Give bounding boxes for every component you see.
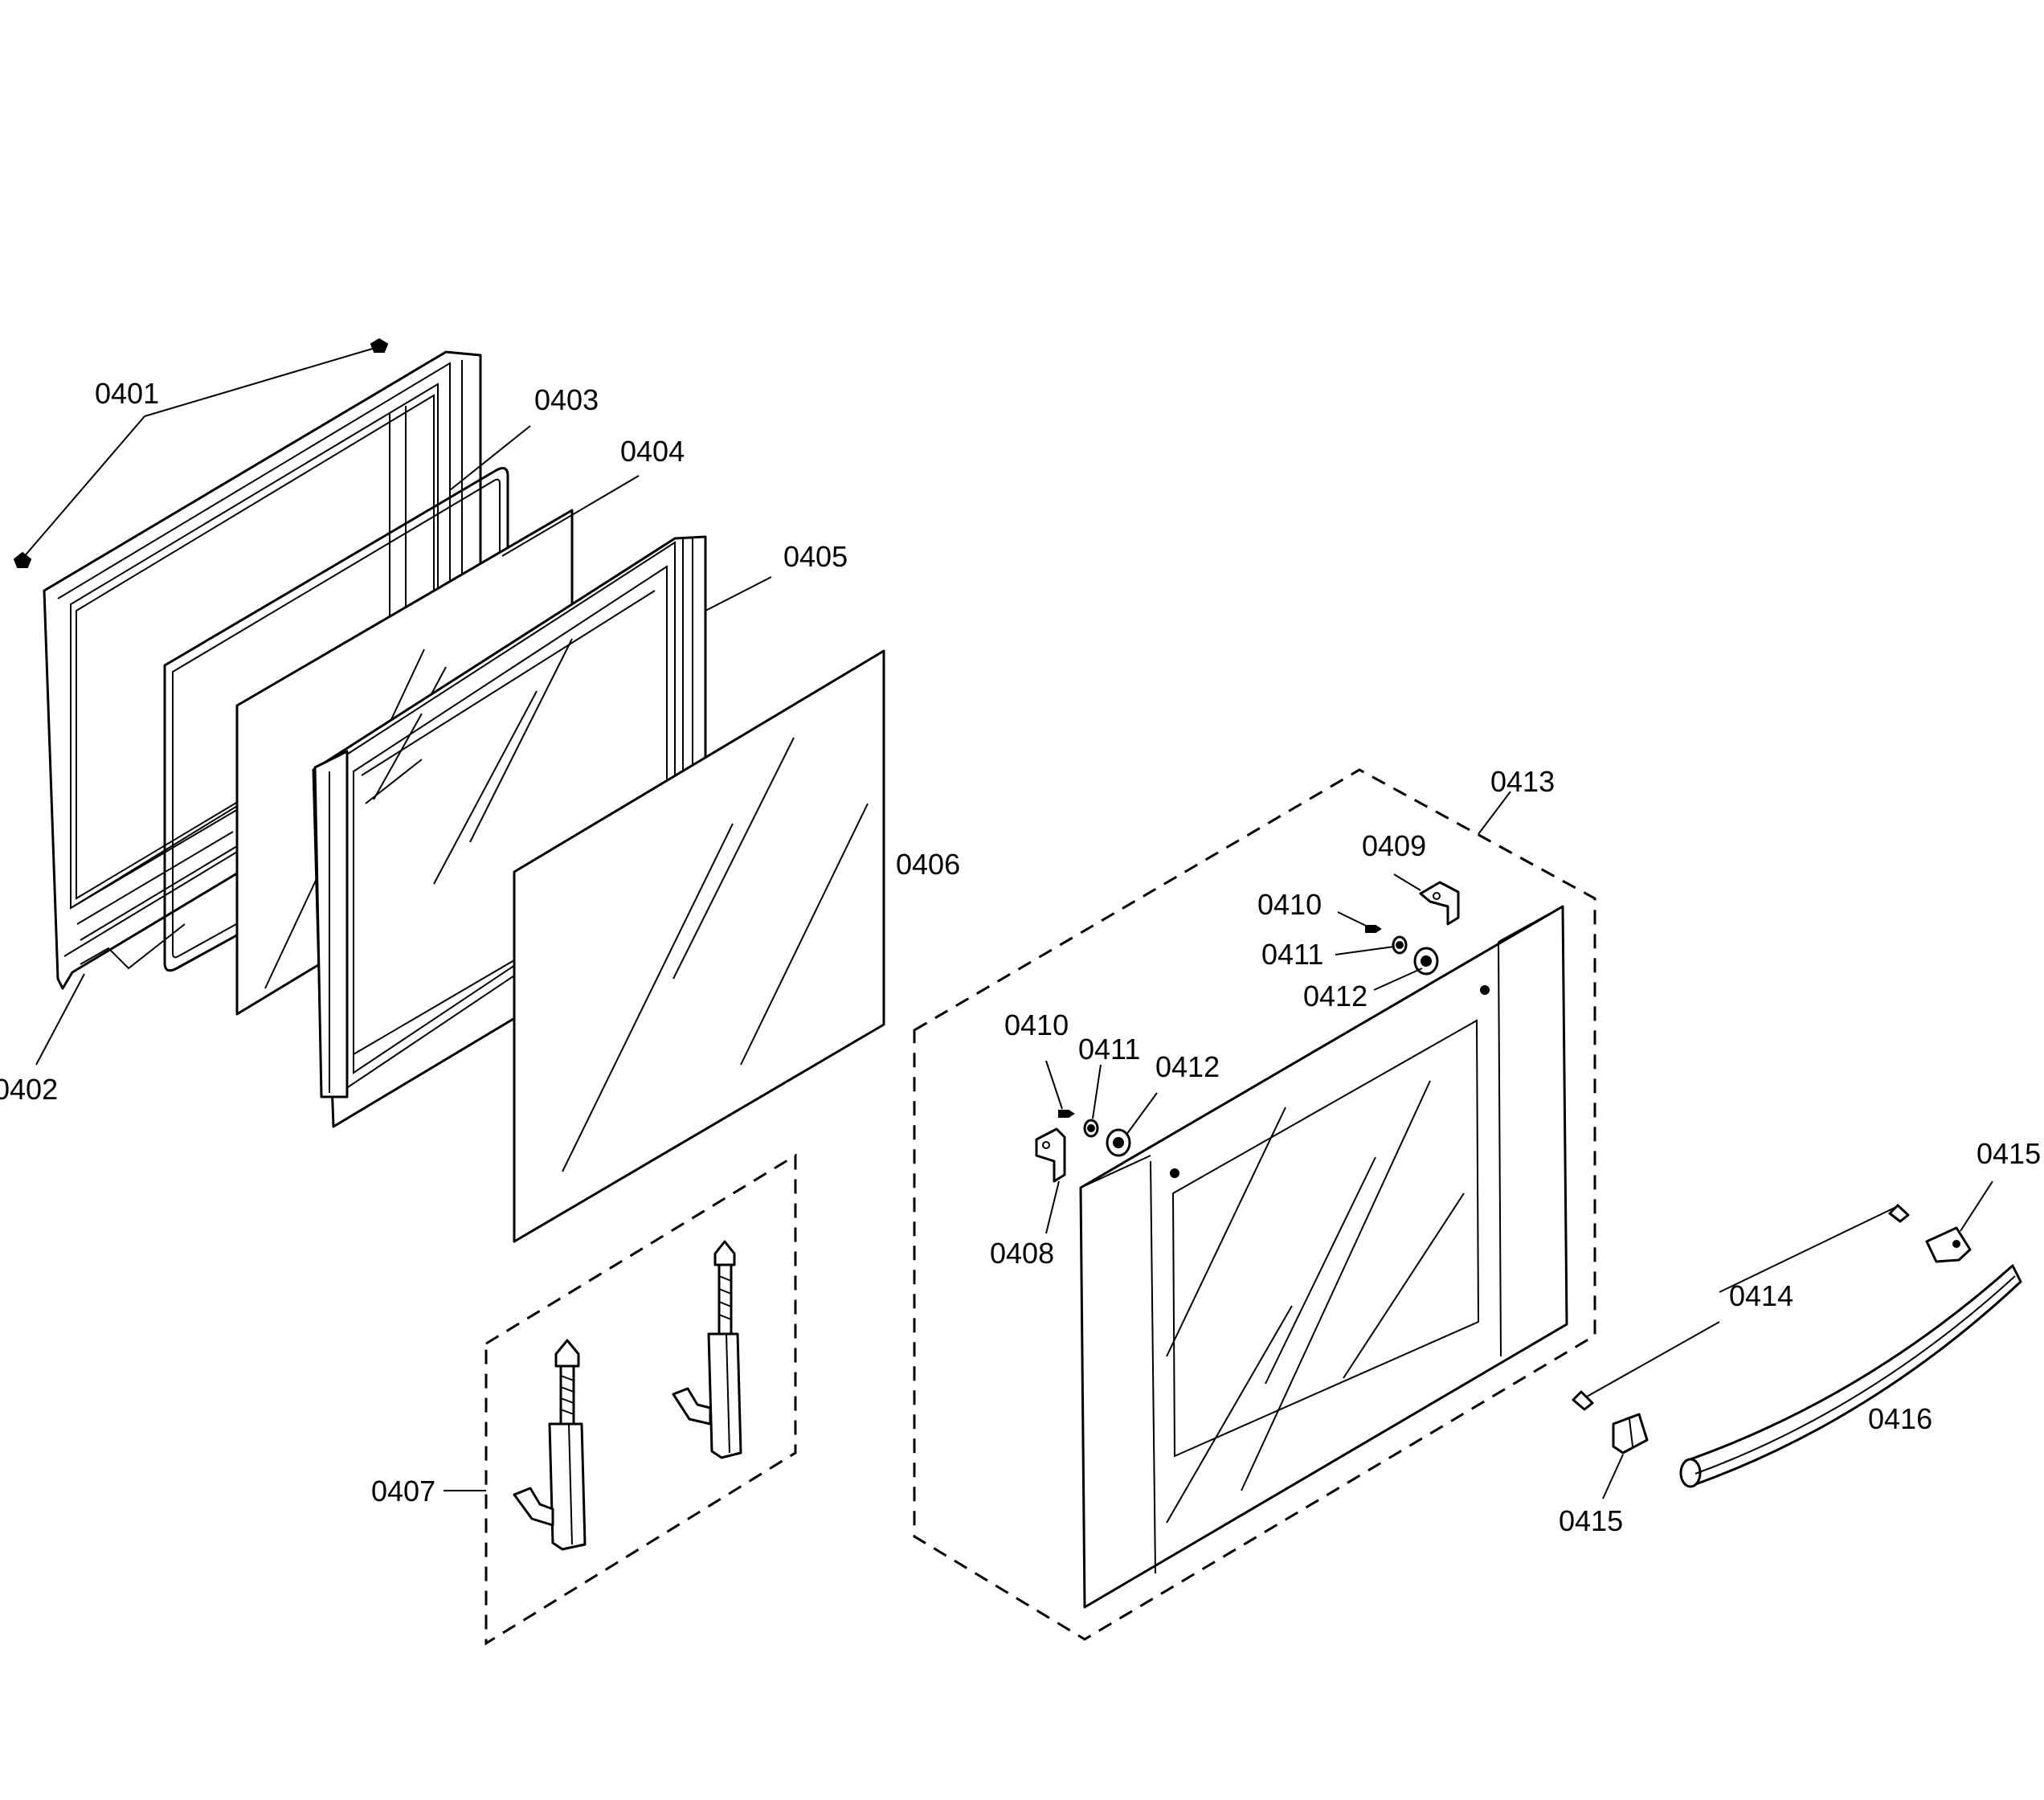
label-0408: 0408	[990, 1237, 1054, 1270]
bracket-0409	[1419, 881, 1460, 926]
outer-door-assembly-0413	[913, 768, 1596, 1641]
label-0412-left: 0412	[1155, 1050, 1220, 1083]
screw-top-0401	[370, 338, 389, 353]
end-cap-0415-lower	[1612, 1413, 1649, 1454]
label-0406: 0406	[896, 848, 960, 881]
label-0404: 0404	[620, 435, 685, 468]
hinge-kit-0407	[484, 1153, 797, 1646]
label-0409: 0409	[1362, 829, 1426, 862]
label-0416: 0416	[1868, 1402, 1932, 1435]
pin-0414-upper	[1888, 1204, 1910, 1223]
inner-window-frame-0405	[312, 535, 707, 1128]
label-0411-right: 0411	[1261, 938, 1323, 971]
part-labels: 0401 0402 0403 0404 0405 0406 0407 0408 …	[0, 377, 2041, 1537]
label-0415-upper: 0415	[1977, 1137, 2041, 1170]
hinge-right	[672, 1240, 742, 1459]
label-0401: 0401	[95, 377, 159, 410]
outer-glass-0406	[513, 649, 885, 1243]
washer-0411-left	[1083, 1119, 1099, 1138]
label-0407: 0407	[371, 1475, 435, 1508]
bushing-0412-right	[1413, 947, 1439, 976]
label-0403: 0403	[534, 383, 599, 416]
label-0413: 0413	[1490, 765, 1555, 798]
bushing-0412-left	[1106, 1128, 1131, 1157]
label-0412-right: 0412	[1303, 980, 1367, 1012]
leader-lines	[22, 346, 1993, 1499]
label-0415-lower: 0415	[1559, 1504, 1623, 1537]
label-0402: 0402	[0, 1073, 58, 1106]
label-0410-right: 0410	[1257, 888, 1322, 921]
label-0410-left: 0410	[1004, 1008, 1069, 1041]
bracket-0408	[1035, 1127, 1066, 1183]
hinge-left	[513, 1339, 587, 1551]
label-0405: 0405	[783, 540, 848, 573]
end-cap-0415-upper	[1925, 1226, 1972, 1263]
screw-left-0401	[13, 551, 32, 568]
label-0411-left: 0411	[1078, 1033, 1140, 1066]
handle-0416	[1679, 1264, 2022, 1488]
label-0414: 0414	[1729, 1279, 1793, 1312]
screw-0410-right	[1365, 925, 1382, 933]
pin-0414-lower	[1572, 1390, 1594, 1411]
washer-0411-right	[1392, 935, 1408, 955]
screw-0410-left	[1058, 1110, 1075, 1118]
